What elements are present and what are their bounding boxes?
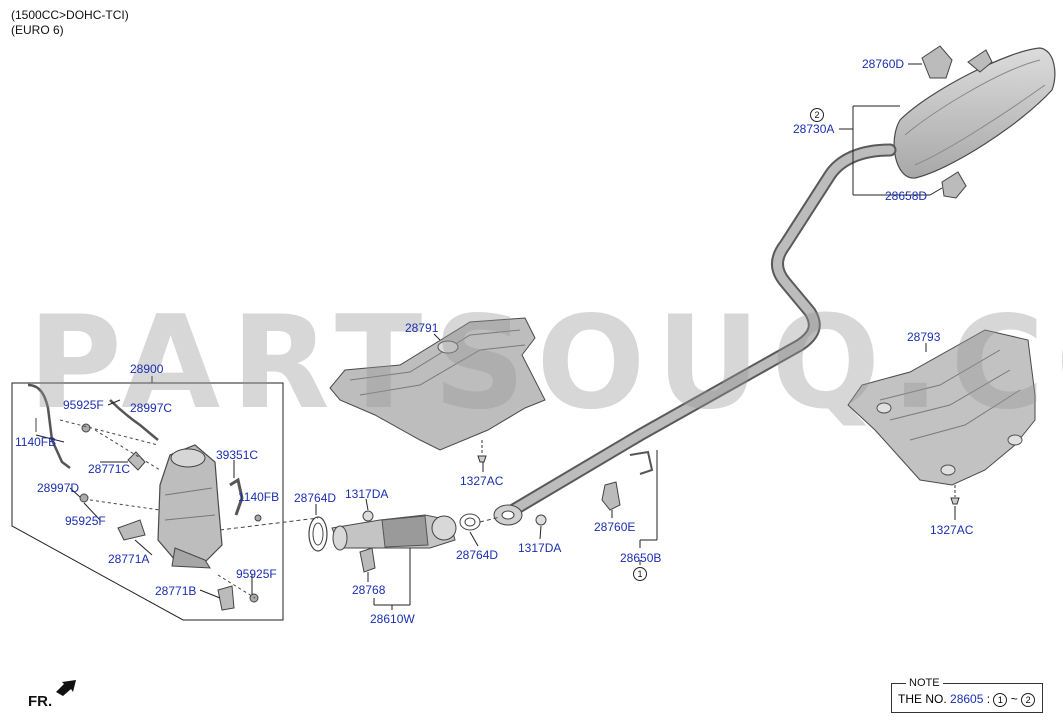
part-28771B[interactable]: 28771B <box>155 584 197 598</box>
part-28791[interactable]: 28791 <box>405 321 439 335</box>
part-28650B[interactable]: 28650B <box>620 551 662 565</box>
part-28900[interactable]: 28900 <box>130 362 164 376</box>
part-28658D[interactable]: 28658D <box>885 189 928 203</box>
note-title: NOTE <box>906 676 943 690</box>
part-28771C[interactable]: 28771C <box>88 462 131 476</box>
part-28771A[interactable]: 28771A <box>108 552 150 566</box>
leader-lines <box>35 63 956 610</box>
part-28997D[interactable]: 28997D <box>37 481 80 495</box>
hanger-28658D <box>941 171 967 199</box>
note-box: NOTE THE NO. 28605 : 1 ~ 2 <box>891 676 1043 713</box>
part-28730A[interactable]: 28730A <box>793 122 835 136</box>
part-28610W[interactable]: 28610W <box>370 612 415 626</box>
heat-shield-28791 <box>329 317 546 451</box>
part-1327AC-right[interactable]: 1327AC <box>930 523 974 537</box>
note-part-28605[interactable]: 28605 <box>950 692 984 706</box>
front-pipe-28610W <box>308 513 481 552</box>
emission-spec-label: (EURO 6) <box>11 23 64 37</box>
note-separator: : <box>986 692 991 706</box>
part-1140FB-right[interactable]: 1140FB <box>238 490 280 504</box>
part-95925F-mid[interactable]: 95925F <box>65 514 106 528</box>
engine-spec-label: (1500CC>DOHC-TCI) <box>11 8 129 22</box>
part-95925F-top[interactable]: 95925F <box>63 398 104 412</box>
catalytic-converter-28900 <box>157 444 223 569</box>
part-1327AC-mid[interactable]: 1327AC <box>460 474 504 488</box>
note-prefix: THE NO. <box>898 692 947 706</box>
note-body: THE NO. 28605 : 1 ~ 2 <box>898 692 1036 707</box>
ref-marker-1: 1 <box>633 566 647 581</box>
part-28764D-bottom[interactable]: 28764D <box>456 548 499 562</box>
part-28760E[interactable]: 28760E <box>594 520 636 534</box>
part-28997C[interactable]: 28997C <box>130 401 173 415</box>
note-marker-2: 2 <box>1021 692 1036 707</box>
group-28900-frame <box>11 382 284 621</box>
part-28793[interactable]: 28793 <box>907 330 941 344</box>
front-arrow-icon <box>56 680 76 696</box>
part-39351C[interactable]: 39351C <box>216 448 259 462</box>
part-28764D-top[interactable]: 28764D <box>294 491 337 505</box>
front-direction-label: FR. <box>28 693 53 710</box>
part-28760D-top[interactable]: 28760D <box>862 57 905 71</box>
ref-marker-2: 2 <box>810 107 824 122</box>
part-28768[interactable]: 28768 <box>352 583 386 597</box>
pipe-28650B <box>498 143 897 522</box>
note-marker-1: 1 <box>993 692 1008 707</box>
hanger-28760E <box>601 481 621 511</box>
part-95925F-bottom[interactable]: 95925F <box>236 567 277 581</box>
part-1317DA-bottom[interactable]: 1317DA <box>518 541 562 555</box>
note-tilde: ~ <box>1010 692 1018 706</box>
part-1317DA-top[interactable]: 1317DA <box>345 487 389 501</box>
part-1140FB-left[interactable]: 1140FB <box>15 435 57 449</box>
hanger-28760D <box>921 45 953 79</box>
